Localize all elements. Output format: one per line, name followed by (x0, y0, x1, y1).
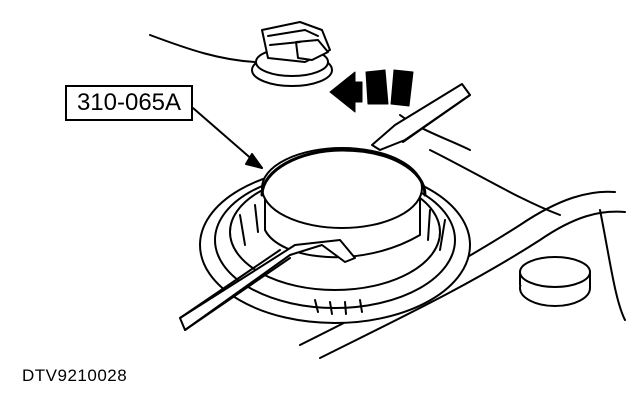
tool-number-callout: 310-065A (65, 85, 193, 121)
figure-id-label: DTV9210028 (22, 366, 128, 385)
grommet (519, 256, 591, 307)
leader-arrowhead (245, 153, 263, 169)
rotation-arrow (329, 69, 414, 113)
cable-top (149, 34, 256, 63)
body-panel-edge (429, 149, 561, 216)
hose-inner (319, 210, 626, 359)
electrical-connector (251, 21, 333, 87)
socket-body (260, 147, 427, 259)
hose-lower-right (599, 209, 626, 321)
tool-handle (179, 83, 471, 331)
